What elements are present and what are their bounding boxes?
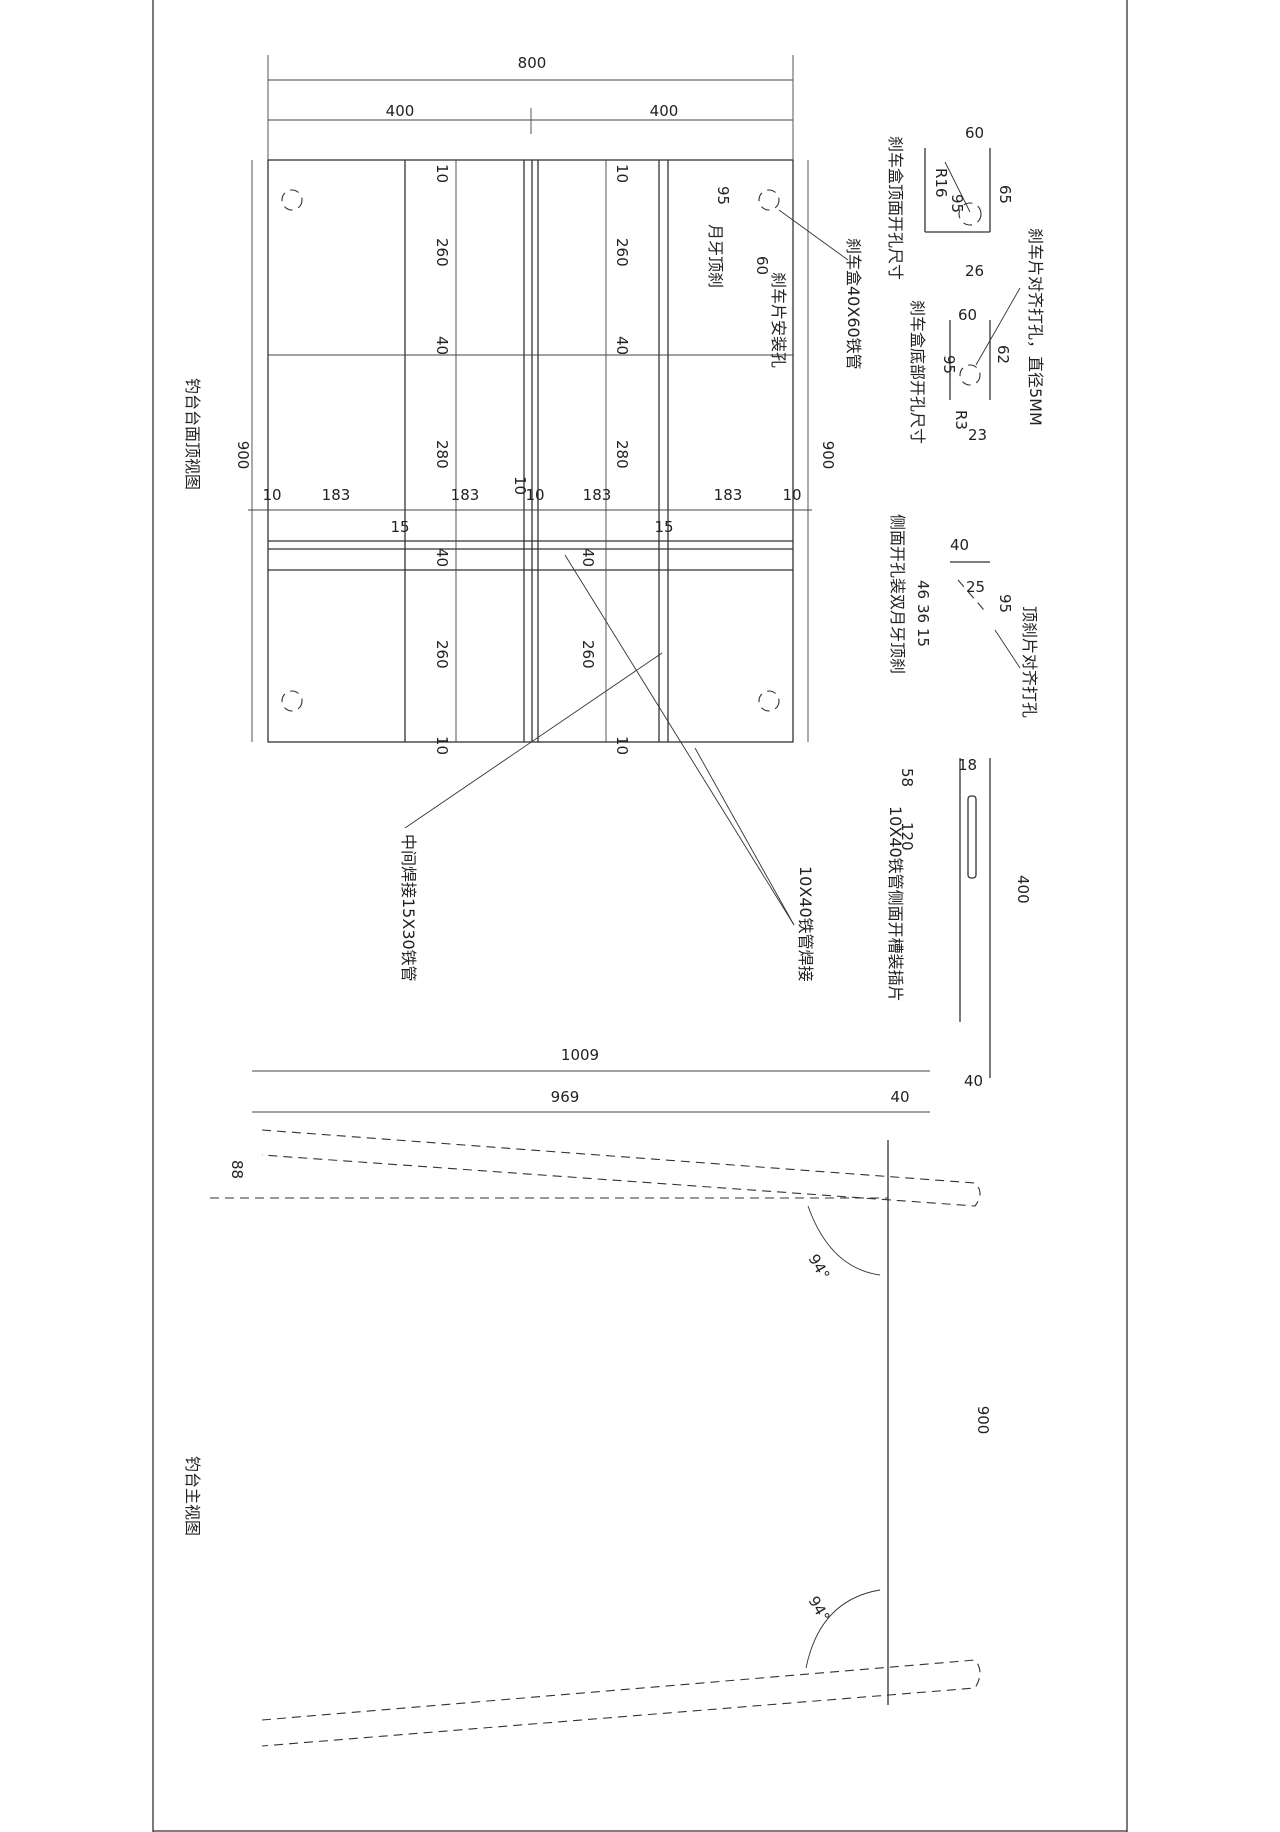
corner-hole-tl <box>281 189 303 211</box>
box-bot-leader <box>975 287 1021 366</box>
hole-dim-60: 60 <box>753 256 771 275</box>
col-b-10-bot: 10 <box>613 736 631 755</box>
side-25: 25 <box>966 578 985 596</box>
note-middle-weld: 中间焊接15X30铁管 <box>399 834 418 982</box>
box-bot-62: 62 <box>994 345 1012 364</box>
top-view: 800 400 400 900 900 10 260 40 280 40 260… <box>183 54 863 982</box>
leg-lower <box>261 1659 981 1747</box>
main-view-title: 钓台主视图 <box>183 1456 202 1536</box>
leader-tube-weld-b <box>694 747 795 926</box>
side-95: 95 <box>996 594 1014 613</box>
leg-upper <box>261 1129 981 1207</box>
side-leader <box>994 629 1021 669</box>
detail-brake-box-bottom: 60 62 95 R3 23 刹车盒底部开孔尺寸 刹车片对齐打孔，直径5MM <box>908 228 1045 444</box>
col-b-260: 260 <box>613 238 631 267</box>
side-label: 侧面开孔装双月牙顶刹 <box>888 514 907 674</box>
box-top-r-leader <box>944 161 971 213</box>
leader-tube-weld-a <box>564 554 795 926</box>
main-969: 969 <box>551 1088 580 1106</box>
box-top-95: 95 <box>948 194 966 213</box>
slot-58: 58 <box>898 768 916 787</box>
row-10-b: 10 <box>511 476 529 495</box>
col-a-40-b: 40 <box>433 548 451 567</box>
top-view-title: 钓台台面顶视图 <box>183 378 202 490</box>
slot-label: 10X40铁管侧面开槽装插片 <box>886 806 905 1002</box>
angle-arc-b <box>805 1589 881 1669</box>
side-46: 46 <box>914 580 932 599</box>
col-b-40-b: 40 <box>579 548 597 567</box>
detail-side: 40 25 95 46 36 15 侧面开孔装双月牙顶刹 顶刹片对齐打孔 <box>888 514 1039 718</box>
box-top-hole <box>958 202 982 226</box>
col-b-10-top: 10 <box>613 164 631 183</box>
detail-slot: 18 58 120 400 40 10X40铁管侧面开槽装插片 <box>886 756 1032 1090</box>
slot-40: 40 <box>964 1072 983 1090</box>
corner-hole-tr <box>758 189 780 211</box>
gap-15-b: 15 <box>654 518 673 536</box>
top-dim-800: 800 <box>518 54 547 72</box>
col-a-10-top: 10 <box>433 164 451 183</box>
detail-brake-box-top: 60 R16 95 65 26 刹车盒顶面开孔尺寸 <box>886 124 1014 280</box>
col-b-40: 40 <box>613 336 631 355</box>
side-note: 顶刹片对齐打孔 <box>1020 606 1039 718</box>
row-10-d: 10 <box>782 486 801 504</box>
side-15: 15 <box>914 628 932 647</box>
row-183-d: 183 <box>714 486 743 504</box>
corner-hole-bl <box>281 690 303 712</box>
row-183-a: 183 <box>322 486 351 504</box>
slot-cutout <box>967 795 977 879</box>
main-angle-b: 94° <box>805 1593 834 1625</box>
col-a-10-bot: 10 <box>433 736 451 755</box>
col-a-40: 40 <box>433 336 451 355</box>
box-top-60: 60 <box>965 124 984 142</box>
gap-15-a: 15 <box>390 518 409 536</box>
top-dim-900-right: 900 <box>819 441 837 470</box>
col-a-260: 260 <box>433 238 451 267</box>
col-a-280: 280 <box>433 440 451 469</box>
box-top-r16: R16 <box>932 168 950 198</box>
slot-120: 120 <box>898 822 916 851</box>
box-bot-60: 60 <box>958 306 977 324</box>
main-40: 40 <box>890 1088 909 1106</box>
side-40: 40 <box>950 536 969 554</box>
side-arc <box>957 579 985 611</box>
col-b-280: 280 <box>613 440 631 469</box>
row-10-a: 10 <box>262 486 281 504</box>
row-183-b: 183 <box>451 486 480 504</box>
leader-brake-box <box>778 209 849 261</box>
box-bot-label: 刹车盒底部开孔尺寸 <box>908 300 927 444</box>
box-bot-95: 95 <box>940 355 958 374</box>
main-900: 900 <box>974 1406 992 1435</box>
box-top-65: 65 <box>996 185 1014 204</box>
note-moon-brake: 月牙顶刹 <box>706 224 725 288</box>
main-88: 88 <box>228 1160 246 1179</box>
top-dim-900-left: 900 <box>234 441 252 470</box>
top-dim-400-right: 400 <box>650 102 679 120</box>
main-angle-a: 94° <box>805 1251 834 1283</box>
leader-middle-weld <box>404 652 663 829</box>
box-top-26: 26 <box>965 262 984 280</box>
corner-hole-br <box>758 690 780 712</box>
col-b-260-b: 260 <box>579 640 597 669</box>
box-bot-note: 刹车片对齐打孔，直径5MM <box>1026 228 1045 426</box>
box-top-label: 刹车盒顶面开孔尺寸 <box>886 136 905 280</box>
box-bot-hole <box>959 364 981 386</box>
slot-400: 400 <box>1014 875 1032 904</box>
col-a-260-b: 260 <box>433 640 451 669</box>
main-1009: 1009 <box>561 1046 599 1064</box>
row-10-c: 10 <box>525 486 544 504</box>
note-brake-plate-hole: 刹车片安装孔 <box>769 272 788 368</box>
box-bot-r3: R3 <box>952 410 970 430</box>
angle-arc-a <box>807 1205 881 1276</box>
hole-dim-95: 95 <box>714 186 732 205</box>
side-36: 36 <box>914 604 932 623</box>
row-183-c: 183 <box>583 486 612 504</box>
note-brake-box: 刹车盒40X60铁管 <box>844 238 863 370</box>
note-tube-weld: 10X40铁管焊接 <box>796 866 815 982</box>
box-bot-23: 23 <box>968 426 987 444</box>
slot-18: 18 <box>958 756 977 774</box>
main-view: 1009 969 40 88 900 94° 94° 钓台主视图 <box>183 1046 992 1747</box>
top-dim-400-left: 400 <box>386 102 415 120</box>
